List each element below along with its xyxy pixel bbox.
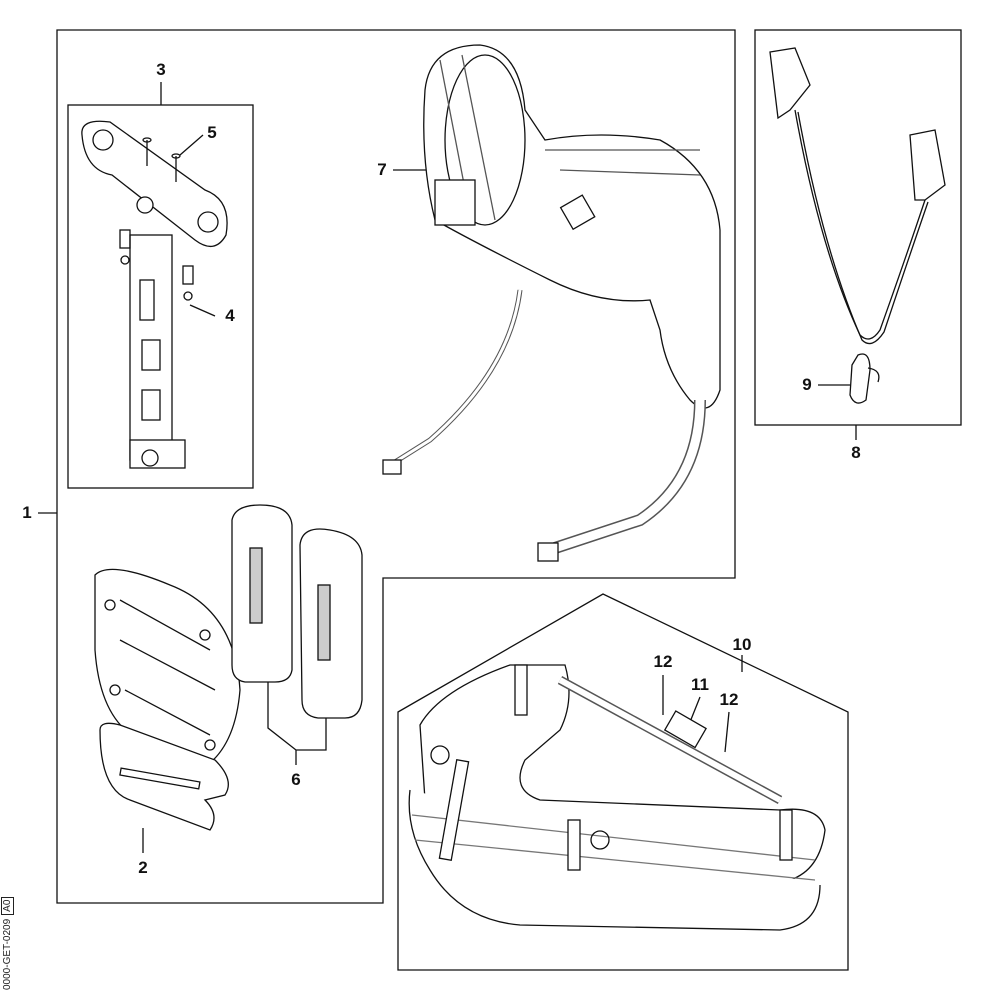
pads-drawing [231, 504, 363, 719]
callout-8: 8 [851, 443, 861, 462]
frame-assembly-1 [56, 29, 736, 904]
callout-1: 1 [22, 503, 32, 522]
callout-6: 6 [291, 770, 301, 789]
back-plate-drawing [94, 568, 241, 831]
harness-drawing [382, 44, 721, 562]
callout-11: 11 [691, 675, 709, 694]
mount-plate-drawing [81, 120, 228, 469]
callout-12b: 12 [719, 690, 739, 709]
callout-12a: 12 [653, 652, 673, 671]
callout-5: 5 [207, 123, 217, 142]
callout-9: 9 [802, 375, 812, 394]
frame-strap-8 [754, 29, 962, 426]
drawing-number: 0000-GET-0209 [2, 918, 13, 990]
strap-drawing [769, 47, 946, 404]
revision-box: A0 [1, 896, 14, 915]
belt-drawing [408, 664, 826, 931]
callout-3: 3 [156, 60, 166, 79]
callout-10: 10 [732, 635, 752, 654]
leader-lines [38, 82, 857, 853]
drawing-code: 0000-GET-0209 A0 [1, 896, 14, 990]
callout-2: 2 [138, 858, 148, 877]
callout-4: 4 [225, 306, 235, 325]
frame-belt-10 [397, 593, 849, 971]
callout-7: 7 [377, 160, 387, 179]
